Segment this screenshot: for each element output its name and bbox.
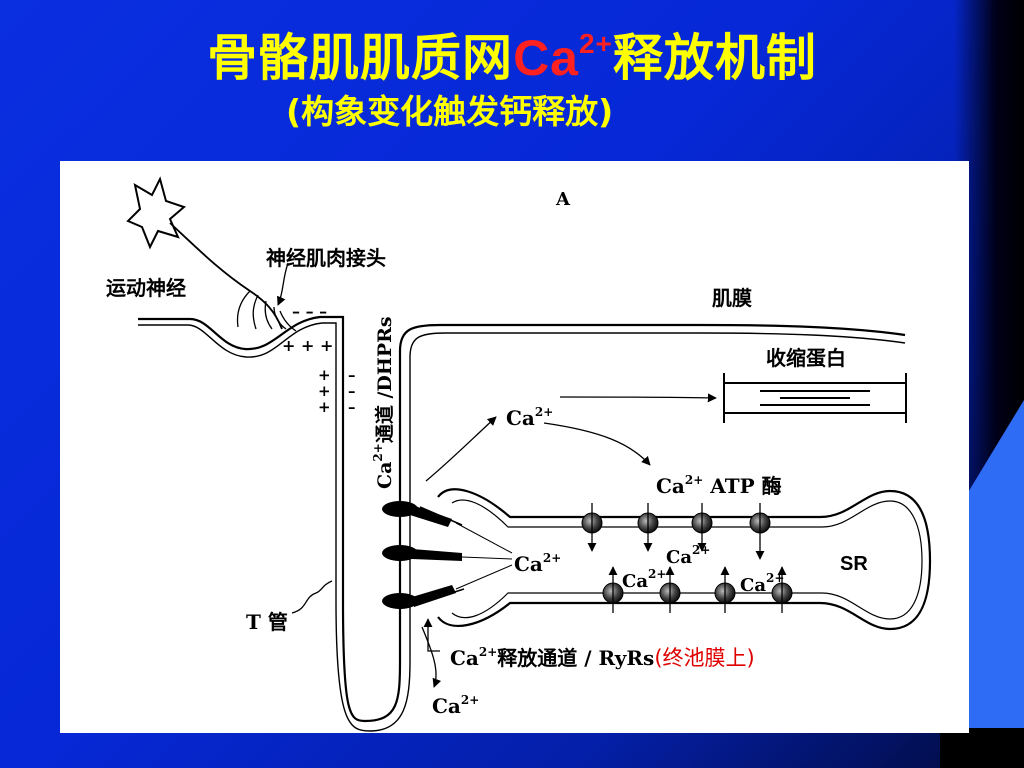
ryr-text: 释放通道 / RyRs [497,646,655,670]
label-plus-column: + + + [318,367,332,415]
arrow-to-ca-top [425,416,497,482]
minus-column-text: – – – [348,366,356,416]
label-minus-column: – – – [348,367,362,415]
label-ca-pump-a: Ca2+ [666,539,710,569]
ca-pump-c-charge: 2+ [766,571,785,585]
arrow-nmj [277,262,289,306]
ca-bottom-symbol: Ca [432,694,461,718]
label-minus-top: – – – [292,302,328,321]
label-dhpr: Ca2+通道 /DHPRs [370,316,397,489]
arrow-t-tubule [291,580,333,614]
atpase-text: ATP 酶 [710,474,782,498]
t-tubule-wall-inner [369,332,906,732]
label-ca-pump-b: Ca2+ [622,563,666,593]
sarcoplasmic-reticulum [437,488,932,631]
label-ca-release: Ca2+ [514,547,561,575]
label-sarcolemma: 肌膜 [712,286,752,310]
axon [169,222,283,330]
label-motor-nerve: 运动神经 [106,276,186,300]
title-ca-symbol: Ca [513,30,579,86]
contractile-proteins [723,373,907,423]
ca-top-charge: 2+ [534,405,554,419]
label-ca-bottom: Ca2+ [432,689,479,717]
title-text-after: 释放机制 [612,29,817,87]
ryr-channel-lines [419,506,465,604]
title-ca-charge: 2+ [578,28,613,59]
slide-subtitle: (构象变化触发钙释放) [286,92,614,131]
t-tubule-wall [364,323,906,723]
ca-top-symbol: Ca [506,406,535,430]
ca-pump-b-charge: 2+ [648,567,667,581]
slide-title: 骨骼肌肌质网Ca2+释放机制 [0,14,1024,88]
label-t-tubule: T 管 [246,610,288,634]
neuron-soma [126,176,186,250]
ryr-ca: Ca [450,646,479,670]
ryr-charge: 2+ [478,645,498,659]
label-ryr: Ca2+释放通道 / RyRs(终池膜上) [450,641,755,669]
arrow-ca-bottom [421,626,442,688]
dhpr-text: 通道 /DHPRs [374,316,396,444]
dhpr-charge: 2+ [371,443,385,462]
ca-bottom-charge: 2+ [460,693,480,707]
diagram-figure: A 神经肌肉接头 运动神经 – – – + + + + + + – – – Ca… [60,161,969,733]
arrow-to-atpase [543,422,651,466]
background-corner-block [940,728,1024,768]
label-ca-pump-c: Ca2+ [740,567,784,597]
title-text-before: 骨骼肌肌质网 [207,29,514,87]
ca-release-lines [455,522,513,590]
ca-release-symbol: Ca [514,552,543,576]
label-ca-top: Ca2+ [506,401,553,429]
sarcolemma-left-inner [138,322,371,732]
ca-pump-a-symbol: Ca [666,547,692,568]
axon-branches [236,290,297,332]
label-contractile: 收缩蛋白 [766,346,846,370]
pump-arrows [587,503,787,613]
ca-pump-b-symbol: Ca [622,571,648,592]
atpase-ca: Ca [656,474,685,498]
arrow-ryr-label [427,637,440,652]
diagram-drawing [126,176,932,732]
dhpr-ca: Ca [374,461,396,489]
sarcoplasmic-reticulum-inner [451,499,923,620]
label-atpase: Ca2+ ATP 酶 [656,469,782,497]
label-sr: SR [840,553,868,575]
ryr-note: (终池膜上) [654,646,755,670]
ca-release-charge: 2+ [542,551,562,565]
dhpr-ryr-junction [382,501,462,609]
arrow-to-contractile [559,393,717,403]
panel-letter: A [556,189,570,210]
label-plus-top: + + + [282,336,334,355]
plus-column-text: + + + [318,366,331,416]
atpase-charge: 2+ [684,473,704,487]
sarcolemma-left [138,315,366,723]
title-ca: Ca2+ [513,28,613,86]
ca-pump-c-symbol: Ca [740,575,766,596]
label-nmj: 神经肌肉接头 [266,246,386,270]
ca-pump-a-charge: 2+ [692,543,711,557]
